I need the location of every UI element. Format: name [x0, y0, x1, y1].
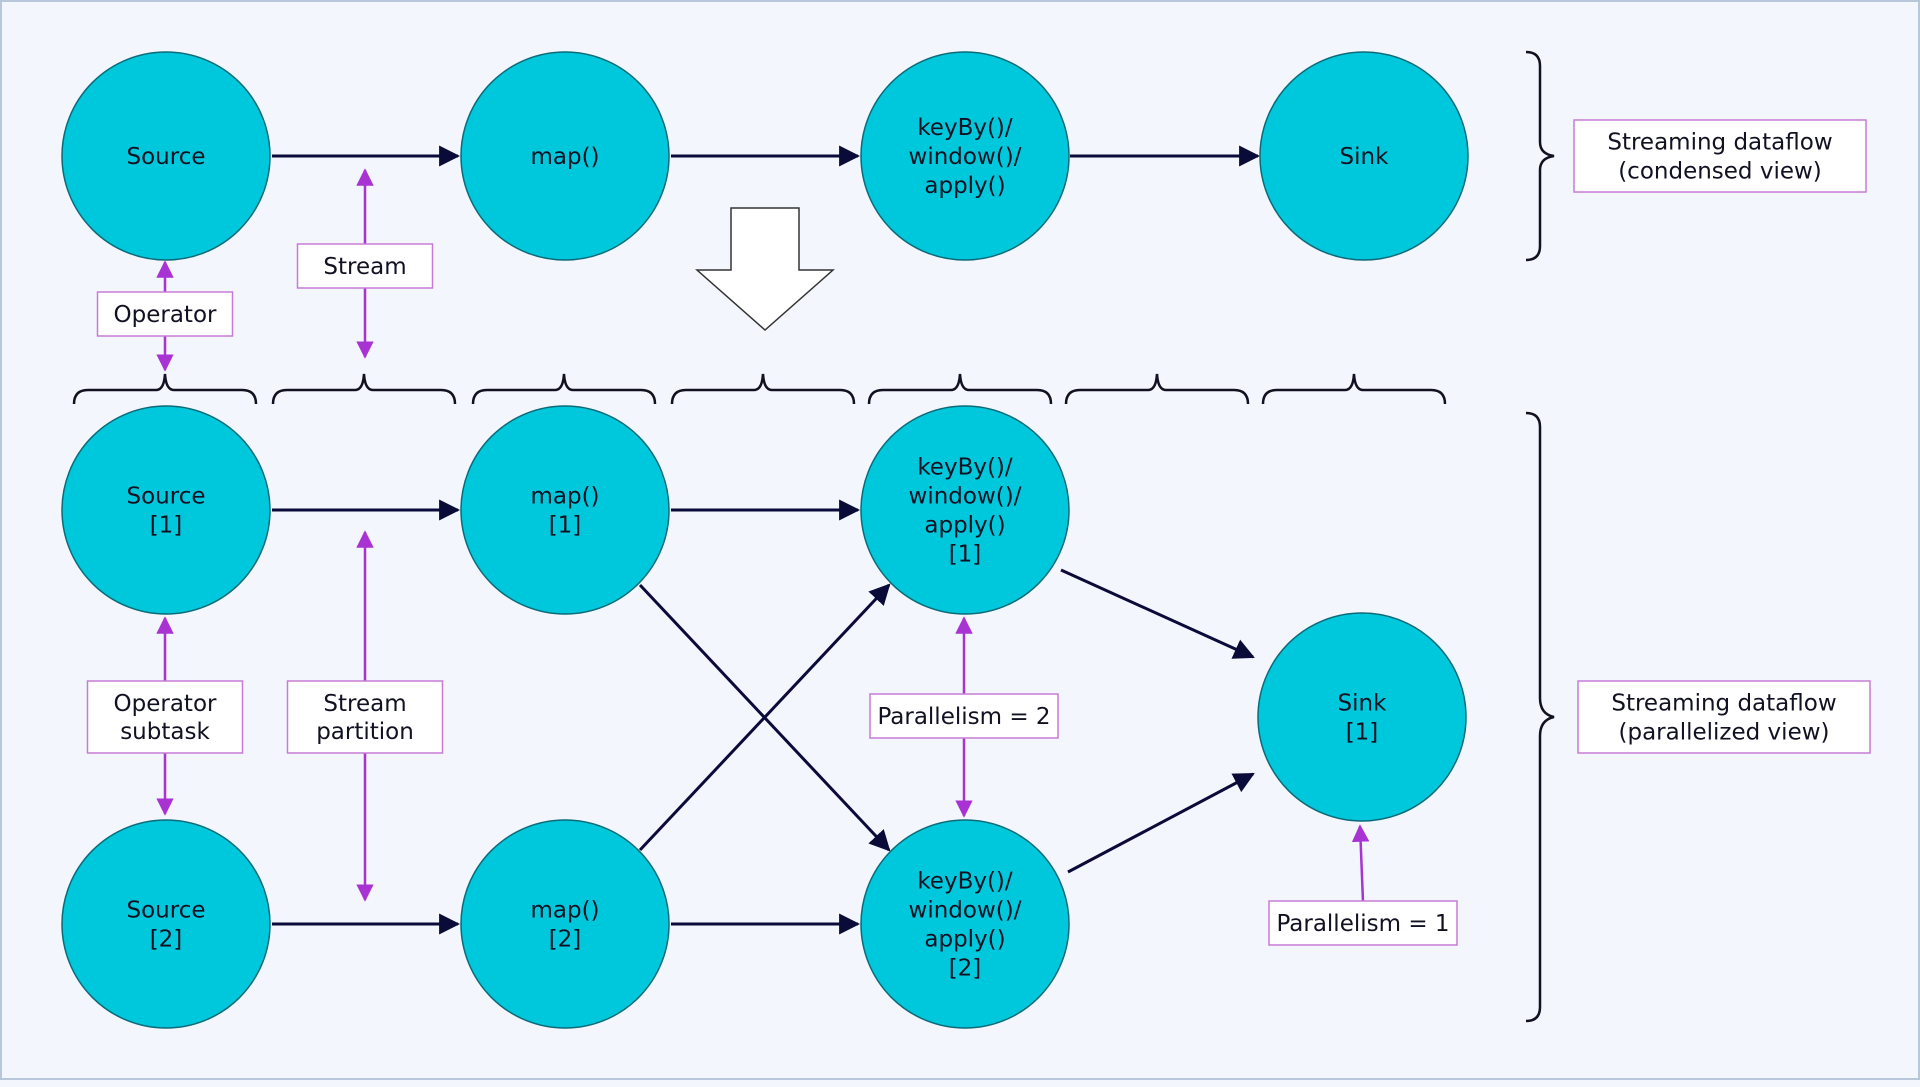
view-braces — [1525, 50, 1555, 1023]
label-box — [296, 243, 434, 289]
node-p-map-2: map()[2] — [460, 819, 670, 1029]
flow-edges — [272, 145, 1261, 935]
node-p-keyby-2: keyBy()/window()/apply()[2] — [860, 819, 1070, 1029]
view-label-box — [1577, 680, 1871, 754]
view-label-parallelized: Streaming dataflow(parallelized view) — [1577, 680, 1871, 754]
node-circle — [61, 51, 271, 261]
down-arrow-icon — [695, 207, 835, 332]
node-p-keyby-1: keyBy()/window()/apply()[1] — [860, 405, 1070, 615]
node-p-source-2: Source[2] — [61, 819, 271, 1029]
node-c-source: Source — [61, 51, 271, 261]
anno-parallelism-1-arrow — [1351, 824, 1370, 903]
node-p-map-1: map()[1] — [460, 405, 670, 615]
node-c-keyby: keyBy()/window()/apply() — [860, 51, 1070, 261]
brace-3 — [471, 373, 657, 405]
node-label: Sink[1] — [1338, 691, 1388, 746]
node-label: keyBy()/window()/apply()[2] — [909, 869, 1022, 982]
label-box — [869, 693, 1059, 739]
label-operator: Operator — [96, 291, 234, 337]
node-label: map()[1] — [530, 484, 599, 539]
node-c-map: map() — [460, 51, 670, 261]
node-p-source-1: Source[1] — [61, 405, 271, 615]
node-label: keyBy()/window()/apply() — [909, 115, 1022, 199]
edge-p-keyby-1-to-p-sink-1 — [1060, 568, 1255, 659]
node-label: map() — [530, 144, 599, 170]
node-label: Source[2] — [127, 898, 206, 953]
label-text: Operator — [114, 302, 217, 328]
node-circle — [460, 819, 670, 1029]
view-label-text: Streaming dataflow(condensed view) — [1607, 130, 1832, 185]
edge-p-map-2-to-p-keyby-1 — [638, 583, 891, 852]
view-label-box — [1573, 119, 1867, 193]
node-circle — [860, 819, 1070, 1029]
node-circle — [460, 405, 670, 615]
brace-5 — [867, 373, 1053, 405]
node-circle — [860, 51, 1070, 261]
node-label: Source[1] — [127, 484, 206, 539]
brace-parallelized-view — [1525, 411, 1555, 1023]
view-label-condensed: Streaming dataflow(condensed view) — [1573, 119, 1867, 193]
label-box — [286, 680, 444, 754]
brace-7 — [1261, 373, 1447, 405]
brace-6 — [1064, 373, 1250, 405]
node-label: keyBy()/window()/apply()[1] — [909, 455, 1022, 568]
label-parallelism-1: Parallelism = 1 — [1268, 900, 1458, 946]
brace-4 — [670, 373, 856, 405]
node-circle — [61, 405, 271, 615]
brace-2 — [271, 373, 457, 405]
label-box — [1268, 900, 1458, 946]
node-circle — [460, 51, 670, 261]
nodes-layer: Source map() keyBy()/window()/apply() SinkS… — [61, 51, 1469, 1029]
node-c-sink: Sink — [1259, 51, 1469, 261]
brace-1 — [72, 373, 258, 405]
label-parallelism-2: Parallelism = 2 — [869, 693, 1059, 739]
node-label: map()[2] — [530, 898, 599, 953]
view-label-text: Streaming dataflow(parallelized view) — [1611, 691, 1836, 746]
label-text: Stream — [323, 254, 406, 280]
brace-condensed-view — [1525, 50, 1555, 262]
label-text: Parallelism = 2 — [877, 704, 1050, 730]
label-box — [96, 291, 234, 337]
label-box — [86, 680, 244, 754]
node-circle — [860, 405, 1070, 615]
node-circle — [61, 819, 271, 1029]
node-label: Source — [127, 144, 206, 170]
node-circle — [1259, 51, 1469, 261]
operator-braces — [72, 373, 1447, 405]
node-circle — [1257, 612, 1467, 822]
node-label: Sink — [1340, 144, 1390, 170]
edge-p-keyby-2-to-p-sink-1 — [1067, 772, 1255, 874]
node-p-sink-1: Sink[1] — [1257, 612, 1467, 822]
label-stream: Stream — [296, 243, 434, 289]
label-text: Parallelism = 1 — [1276, 911, 1449, 937]
